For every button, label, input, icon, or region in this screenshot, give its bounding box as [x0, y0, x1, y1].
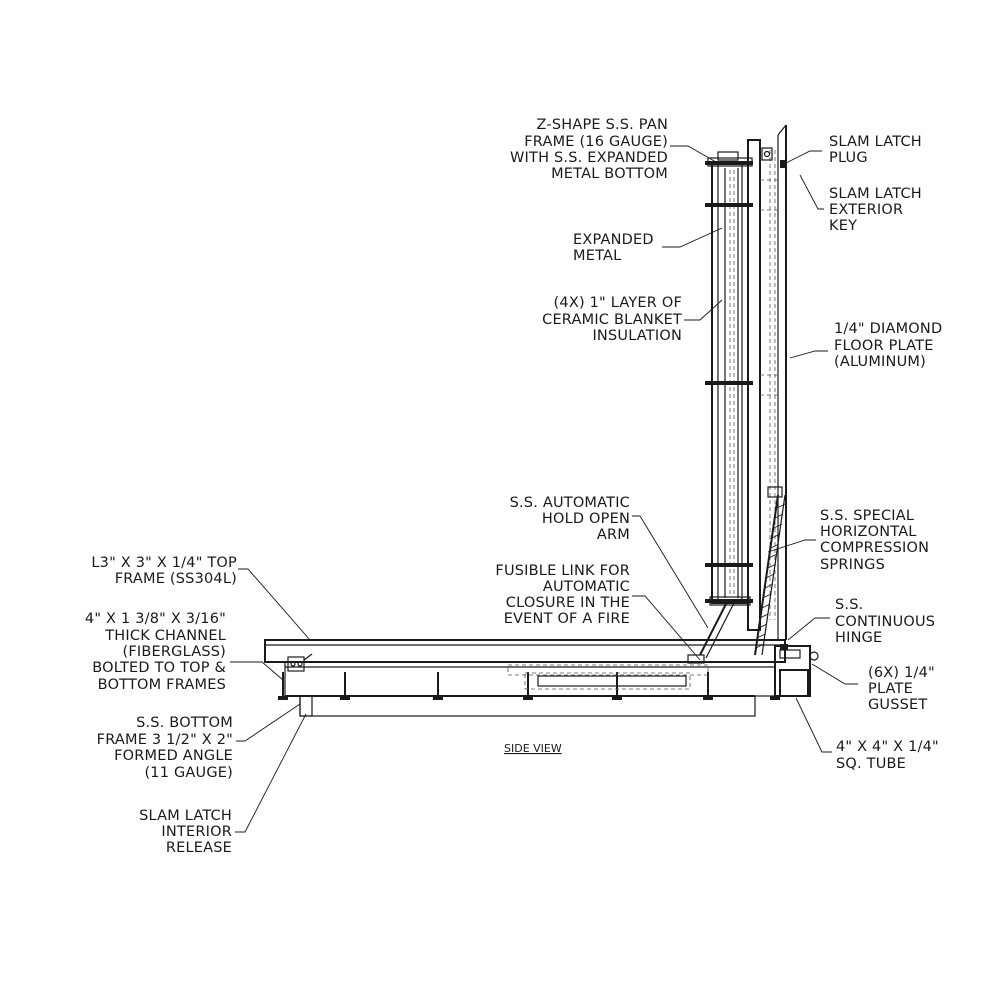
svg-text:HOLD OPEN: HOLD OPEN	[542, 511, 630, 527]
svg-text:(11 GAUGE): (11 GAUGE)	[144, 765, 233, 781]
svg-text:SLAM LATCH: SLAM LATCH	[829, 134, 922, 150]
svg-text:SLAM LATCH: SLAM LATCH	[139, 808, 232, 824]
square-tube	[779, 669, 809, 697]
svg-text:Z-SHAPE S.S. PAN: Z-SHAPE S.S. PAN	[537, 117, 668, 133]
callout-hinge: S.S. CONTINUOUS HINGE	[835, 597, 935, 646]
svg-text:SQ. TUBE: SQ. TUBE	[836, 756, 906, 772]
svg-text:HORIZONTAL: HORIZONTAL	[820, 524, 917, 540]
svg-text:FRAME (SS304L): FRAME (SS304L)	[115, 571, 237, 587]
callout-bottom-frame: S.S. BOTTOM FRAME 3 1/2" X 2" FORMED ANG…	[97, 715, 233, 781]
svg-text:ARM: ARM	[597, 527, 630, 543]
callout-latch-key: SLAM LATCH EXTERIOR KEY	[829, 186, 922, 234]
svg-text:HINGE: HINGE	[835, 630, 882, 646]
callout-expanded-metal: EXPANDED METAL	[573, 232, 654, 264]
svg-text:1/4" DIAMOND: 1/4" DIAMOND	[834, 321, 942, 337]
svg-text:EVENT OF A FIRE: EVENT OF A FIRE	[504, 611, 630, 627]
svg-text:RELEASE: RELEASE	[166, 840, 232, 856]
svg-text:L3" X 3" X 1/4" TOP: L3" X 3" X 1/4" TOP	[91, 555, 237, 571]
svg-text:4" X 4" X 1/4": 4" X 4" X 1/4"	[836, 739, 939, 755]
svg-text:(6X) 1/4": (6X) 1/4"	[868, 665, 935, 681]
svg-text:GUSSET: GUSSET	[868, 697, 927, 713]
svg-text:PLATE: PLATE	[868, 681, 913, 697]
svg-text:EXTERIOR: EXTERIOR	[829, 202, 903, 218]
hatch-frame	[264, 639, 819, 717]
callout-fusible-link: FUSIBLE LINK FOR AUTOMATIC CLOSURE IN TH…	[495, 563, 630, 627]
svg-text:BOTTOM FRAMES: BOTTOM FRAMES	[98, 677, 226, 693]
svg-text:CONTINUOUS: CONTINUOUS	[835, 614, 935, 630]
callout-pan-frame: Z-SHAPE S.S. PAN FRAME (16 GAUGE) WITH S…	[510, 117, 668, 182]
svg-text:INSULATION: INSULATION	[592, 328, 682, 344]
svg-text:(ALUMINUM): (ALUMINUM)	[834, 354, 926, 370]
svg-text:KEY: KEY	[829, 218, 857, 234]
svg-text:S.S. AUTOMATIC: S.S. AUTOMATIC	[510, 495, 630, 511]
slam-latch-plug	[761, 147, 773, 161]
compression-springs	[754, 486, 786, 656]
slam-latch-key	[780, 160, 785, 168]
svg-text:S.S. BOTTOM: S.S. BOTTOM	[136, 715, 233, 731]
svg-text:THICK CHANNEL: THICK CHANNEL	[104, 628, 226, 644]
svg-text:METAL BOTTOM: METAL BOTTOM	[551, 166, 668, 182]
callout-latch-plug: SLAM LATCH PLUG	[829, 134, 922, 166]
callout-top-frame: L3" X 3" X 1/4" TOP FRAME (SS304L)	[91, 555, 237, 587]
callout-floor-plate: 1/4" DIAMOND FLOOR PLATE (ALUMINUM)	[834, 321, 942, 370]
callout-latch-release: SLAM LATCH INTERIOR RELEASE	[139, 808, 232, 856]
svg-text:CLOSURE IN THE: CLOSURE IN THE	[506, 595, 630, 611]
callout-hold-open-arm: S.S. AUTOMATIC HOLD OPEN ARM	[510, 495, 630, 543]
callout-gusset: (6X) 1/4" PLATE GUSSET	[868, 665, 935, 713]
slam-latch-release	[299, 695, 313, 717]
leader-lines	[230, 145, 858, 833]
svg-text:AUTOMATIC: AUTOMATIC	[543, 579, 630, 595]
svg-text:PLUG: PLUG	[829, 150, 868, 166]
callout-channel: 4" X 1 3/8" X 3/16" THICK CHANNEL (FIBER…	[85, 611, 226, 693]
callout-sq-tube: 4" X 4" X 1/4" SQ. TUBE	[836, 739, 939, 772]
svg-text:FLOOR PLATE: FLOOR PLATE	[834, 338, 934, 354]
svg-text:CERAMIC BLANKET: CERAMIC BLANKET	[542, 312, 682, 328]
svg-text:FRAME 3 1/2" X 2": FRAME 3 1/2" X 2"	[97, 732, 233, 748]
svg-text:FORMED ANGLE: FORMED ANGLE	[114, 748, 233, 764]
svg-text:(4X) 1" LAYER OF: (4X) 1" LAYER OF	[554, 295, 682, 311]
open-door-leaf	[699, 124, 787, 659]
hold-open-arm	[699, 599, 729, 656]
svg-text:BOLTED TO TOP &: BOLTED TO TOP &	[92, 660, 226, 676]
svg-text:SLAM LATCH: SLAM LATCH	[829, 186, 922, 202]
callout-springs: S.S. SPECIAL HORIZONTAL COMPRESSION SPRI…	[820, 508, 929, 573]
svg-text:FRAME (16 GAUGE): FRAME (16 GAUGE)	[524, 134, 668, 150]
svg-text:S.S. SPECIAL: S.S. SPECIAL	[820, 508, 914, 524]
svg-text:SPRINGS: SPRINGS	[820, 557, 885, 573]
svg-text:METAL: METAL	[573, 248, 621, 264]
svg-text:WITH S.S. EXPANDED: WITH S.S. EXPANDED	[510, 150, 668, 166]
svg-text:FUSIBLE LINK FOR: FUSIBLE LINK FOR	[495, 563, 630, 579]
svg-text:INTERIOR: INTERIOR	[161, 824, 232, 840]
svg-text:EXPANDED: EXPANDED	[573, 232, 654, 248]
svg-text:(FIBERGLASS): (FIBERGLASS)	[123, 644, 227, 660]
svg-text:4" X 1 3/8" X 3/16": 4" X 1 3/8" X 3/16"	[85, 611, 226, 627]
svg-text:S.S.: S.S.	[835, 597, 863, 613]
leaf-clips	[705, 161, 753, 603]
svg-text:COMPRESSION: COMPRESSION	[820, 540, 929, 556]
view-title: SIDE VIEW	[504, 742, 562, 755]
fusible-link	[537, 675, 687, 687]
callout-insulation: (4X) 1" LAYER OF CERAMIC BLANKET INSULAT…	[542, 295, 682, 344]
